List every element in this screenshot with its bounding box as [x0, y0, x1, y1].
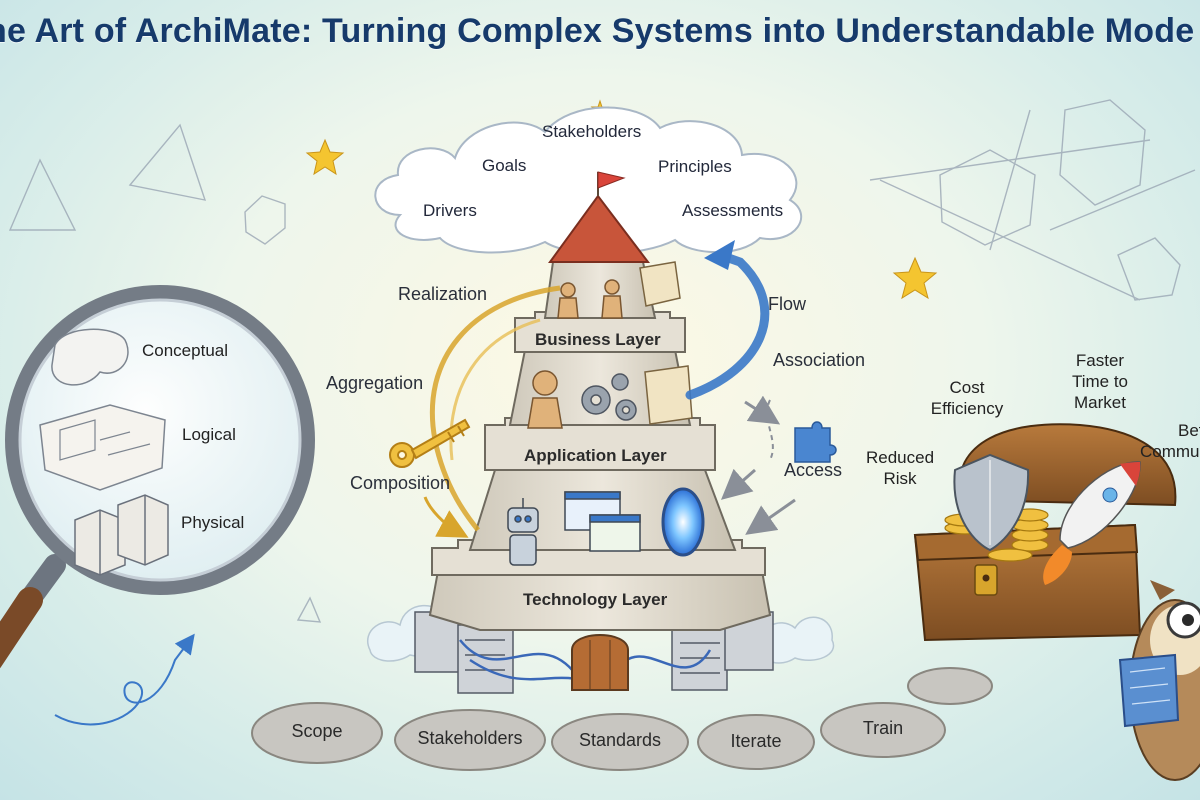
step-label-train: Train [862, 718, 904, 738]
background-sketch-shapes [8, 99, 1196, 623]
portal-icon [661, 487, 705, 557]
key-icon [389, 418, 471, 468]
gold-coins-icon [944, 508, 1049, 562]
flag-icon [597, 171, 626, 189]
stepping-stones [251, 667, 993, 771]
document-scroll-icon [644, 365, 693, 425]
application-figure-icon [527, 370, 563, 429]
stone-train [820, 702, 946, 758]
magnifying-glass-icon [0, 285, 315, 669]
benefit-faster-line-2: Time to [1071, 372, 1129, 391]
technology-layer-label: Technology Layer [523, 590, 668, 609]
cloud-label-principles: Principles [658, 157, 732, 176]
step-label-stakeholders: Stakeholders [417, 728, 523, 748]
cloud-label-drivers: Drivers [423, 201, 477, 220]
archimate-tower [414, 171, 774, 694]
curly-arrow-icon [54, 633, 195, 726]
robot-icon [507, 498, 539, 566]
application-layer-label: Application Layer [524, 446, 667, 465]
star-icon [892, 256, 938, 300]
benefit-cost-efficiency: Cost Efficiency [927, 377, 1007, 419]
stone-scope [251, 702, 383, 764]
app-window-icons [564, 491, 641, 552]
relationship-label-flow: Flow [768, 294, 807, 314]
benefit-better-line-1: Bet [1178, 421, 1200, 440]
physical-servers-icon [74, 494, 169, 576]
tower-roof-icon [548, 194, 651, 263]
level-label-conceptual: Conceptual [142, 341, 229, 360]
benefit-better-communication: Bet Commu [1140, 420, 1200, 462]
step-label-scope: Scope [291, 721, 343, 741]
rocket-icon [1043, 461, 1141, 585]
benefit-faster-line-3: Market [1074, 393, 1126, 412]
stone-standards [551, 713, 689, 771]
stone-stakeholders [394, 709, 546, 771]
business-people-icons [557, 279, 623, 319]
stone-iterate [697, 714, 815, 770]
puzzle-piece-icon [794, 421, 837, 463]
business-layer-label: Business Layer [535, 330, 661, 349]
conceptual-shape-icon [51, 328, 129, 386]
benefit-cost-line-1: Cost [949, 378, 985, 397]
gear-icons [581, 373, 637, 421]
step-label-standards: Standards [578, 730, 662, 750]
relationship-arrows [389, 240, 837, 538]
star-icon [305, 138, 345, 176]
benefit-reduced-risk: Reduced Risk [858, 447, 942, 489]
relationship-label-composition: Composition [350, 473, 451, 493]
stone-blank [907, 667, 993, 705]
level-label-logical: Logical [182, 425, 236, 444]
benefit-reduced-line-2: Risk [883, 469, 917, 488]
shield-icon [953, 453, 1030, 552]
owl-mascot-icon [1118, 580, 1200, 781]
blueprint-icon [1118, 653, 1180, 728]
logical-blueprint-icon [39, 404, 166, 491]
step-label-iterate: Iterate [730, 731, 782, 751]
cloud-label-assessments: Assessments [682, 201, 784, 220]
level-label-physical: Physical [181, 513, 245, 532]
benefit-faster-line-1: Faster [1075, 351, 1125, 370]
treasure-chest-icon [913, 423, 1177, 642]
relationship-label-realization: Realization [398, 284, 488, 304]
cloud-label-goals: Goals [482, 156, 527, 175]
page-title: he Art of ArchiMate: Turning Complex Sys… [0, 12, 1195, 50]
scroll-icon [639, 261, 681, 307]
tower-door-icon [571, 634, 629, 691]
benefit-reduced-line-1: Reduced [865, 448, 935, 467]
relationship-label-access: Access [784, 460, 843, 480]
benefit-faster-time-to-market: Faster Time to Market [1055, 350, 1145, 413]
benefit-cost-line-2: Efficiency [930, 399, 1004, 418]
cloud-label-stakeholders: Stakeholders [542, 122, 642, 141]
motivation-cloud [374, 106, 803, 255]
relationship-label-association: Association [773, 350, 866, 370]
relationship-label-aggregation: Aggregation [326, 373, 424, 393]
benefit-better-line-2: Commu [1140, 442, 1200, 461]
